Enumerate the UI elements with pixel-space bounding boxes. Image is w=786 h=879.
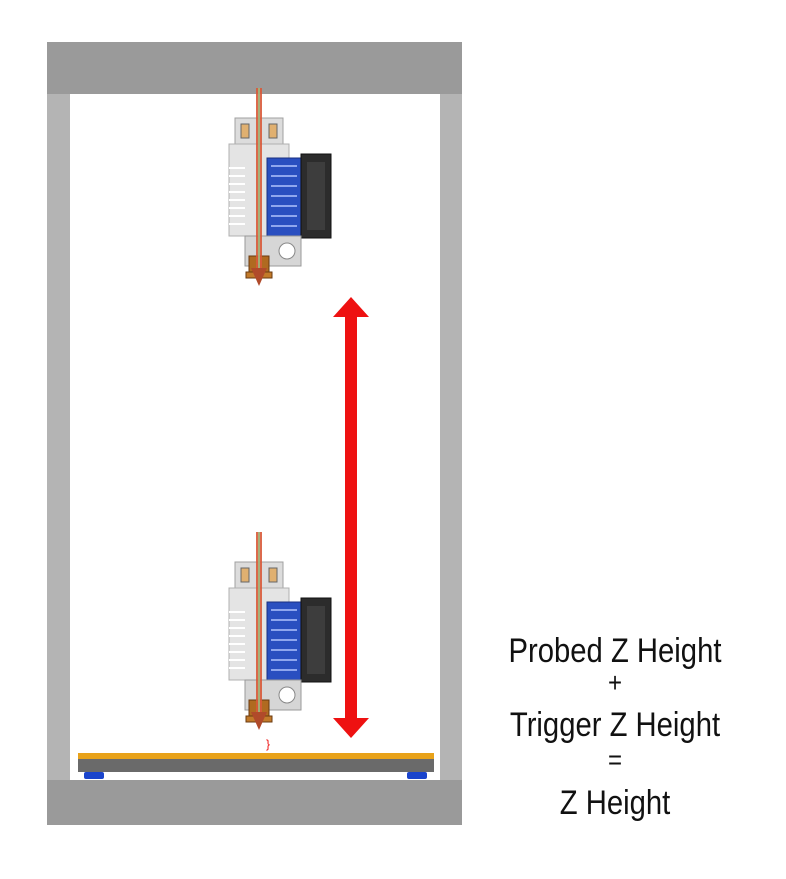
- equation-equals-sign: =: [607, 744, 623, 775]
- frame-right-pillar: [440, 94, 462, 780]
- equation-plus-sign: +: [607, 667, 623, 698]
- frame-left-pillar: [47, 94, 70, 780]
- equation-result: Z Height: [559, 784, 671, 822]
- equation-line-probed: Probed Z Height: [508, 632, 722, 670]
- frame-top-beam: [47, 42, 462, 94]
- trigger-gap-mark: }: [266, 737, 270, 751]
- print-bed-icon: [78, 753, 434, 779]
- hotend-icon-upper: [228, 87, 332, 287]
- frame-bottom-beam: [47, 780, 462, 825]
- equation-line-trigger: Trigger Z Height: [509, 706, 721, 744]
- hotend-icon-lower: [228, 531, 332, 731]
- double-arrow-icon: [333, 297, 369, 738]
